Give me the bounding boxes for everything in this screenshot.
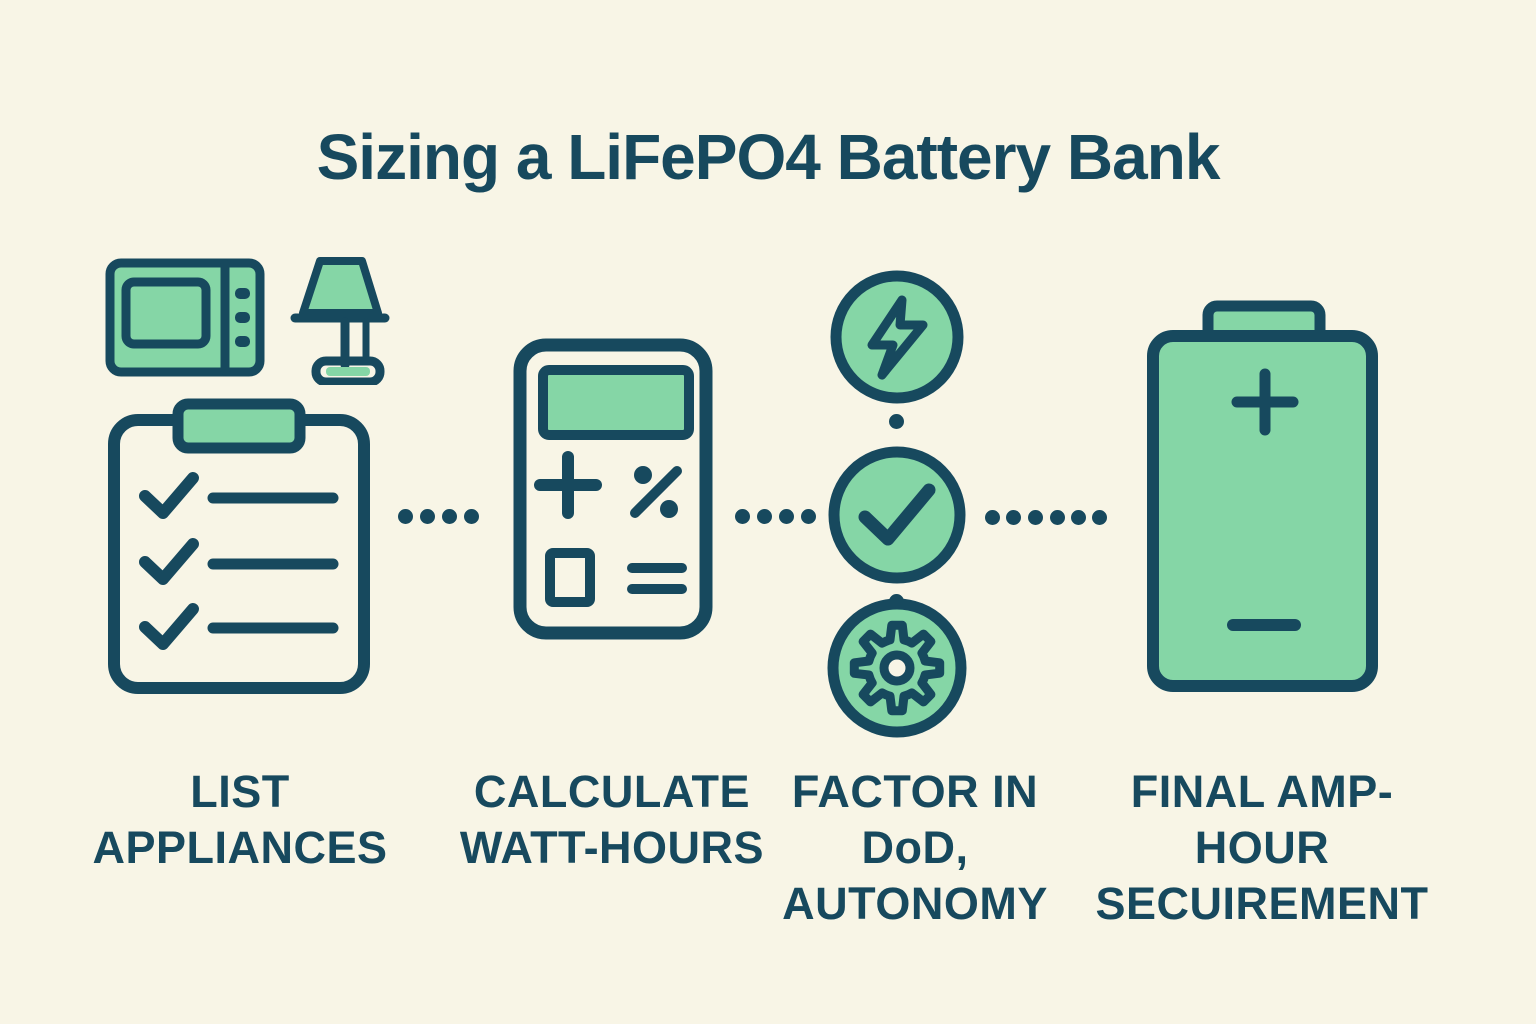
connector-dot bbox=[1006, 510, 1021, 525]
lamp-icon bbox=[290, 257, 390, 385]
connector-dot bbox=[420, 509, 435, 524]
connector-dot bbox=[398, 509, 413, 524]
calculator-icon bbox=[513, 338, 713, 640]
battery-icon bbox=[1147, 300, 1378, 692]
connector-dot bbox=[464, 509, 479, 524]
gear-circle-icon bbox=[827, 598, 967, 738]
clipboard-checklist-icon bbox=[108, 398, 370, 694]
microwave-icon bbox=[105, 258, 265, 377]
step-label-factor-in-dod-autonomy: FACTOR IN DoD, AUTONOMY bbox=[782, 766, 1048, 929]
connector-dot bbox=[1071, 510, 1086, 525]
connector-dot bbox=[779, 509, 794, 524]
connector-dot bbox=[735, 509, 750, 524]
step-label-final-amp-hour-securement: FINAL AMP- HOUR SECUIREMENT bbox=[1095, 766, 1429, 929]
step-label-calculate-watt-hours: CALCULATE WATT-HOURS bbox=[459, 766, 765, 873]
connector-dot bbox=[442, 509, 457, 524]
page-title: Sizing a LiFePO4 Battery Bank bbox=[316, 121, 1221, 193]
connector-dot bbox=[1092, 510, 1107, 525]
connector-dot bbox=[889, 414, 904, 429]
connector-dot bbox=[985, 510, 1000, 525]
connector-dot bbox=[801, 509, 816, 524]
connector-dot bbox=[1028, 510, 1043, 525]
connector-dot bbox=[757, 509, 772, 524]
step-label-list-appliances: LIST APPLIANCES bbox=[92, 766, 388, 873]
lightning-circle-icon bbox=[830, 270, 964, 404]
check-circle-icon bbox=[828, 446, 966, 584]
connector-dot bbox=[1050, 510, 1065, 525]
